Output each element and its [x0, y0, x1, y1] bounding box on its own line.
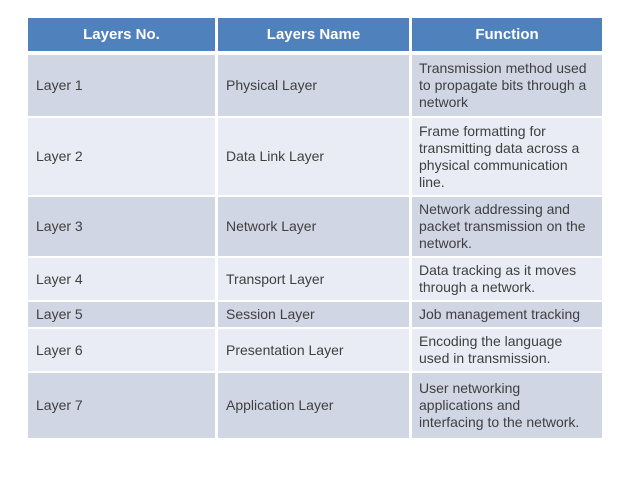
cell-layer-function: Frame formatting for transmitting data a…: [409, 116, 605, 197]
cell-layer-function: Data tracking as it moves through a netw…: [409, 256, 605, 302]
cell-layer-function: Job management tracking: [409, 300, 605, 329]
table-row-layer-2: Layer 2 Data Link Layer Frame formatting…: [25, 116, 605, 197]
cell-layer-no: Layer 6: [25, 327, 218, 373]
header-cell-layers-no: Layers No.: [25, 16, 218, 55]
table-row-layer-6: Layer 6 Presentation Layer Encoding the …: [25, 327, 605, 373]
table-row-layer-4: Layer 4 Transport Layer Data tracking as…: [25, 256, 605, 302]
cell-layer-function: Network addressing and packet transmissi…: [409, 195, 605, 258]
cell-layer-name: Application Layer: [215, 371, 412, 440]
cell-layer-name: Transport Layer: [215, 256, 412, 302]
cell-layer-function: Encoding the language used in transmissi…: [409, 327, 605, 373]
cell-layer-name: Physical Layer: [215, 52, 412, 118]
cell-layer-name: Network Layer: [215, 195, 412, 258]
header-cell-layers-name: Layers Name: [215, 16, 412, 55]
table-row-layer-1: Layer 1 Physical Layer Transmission meth…: [25, 52, 605, 118]
cell-layer-function: Transmission method used to propagate bi…: [409, 52, 605, 118]
cell-layer-function: User networking applications and interfa…: [409, 371, 605, 440]
table-header-row: Layers No. Layers Name Function: [25, 16, 605, 55]
cell-layer-no: Layer 4: [25, 256, 218, 302]
cell-layer-no: Layer 7: [25, 371, 218, 440]
table-row-layer-7: Layer 7 Application Layer User networkin…: [25, 371, 605, 440]
cell-layer-name: Presentation Layer: [215, 327, 412, 373]
osi-layers-table: Layers No. Layers Name Function Layer 1 …: [25, 16, 605, 440]
cell-layer-no: Layer 2: [25, 116, 218, 197]
cell-layer-name: Session Layer: [215, 300, 412, 329]
cell-layer-no: Layer 3: [25, 195, 218, 258]
cell-layer-name: Data Link Layer: [215, 116, 412, 197]
header-cell-function: Function: [409, 16, 605, 55]
cell-layer-no: Layer 1: [25, 52, 218, 118]
cell-layer-no: Layer 5: [25, 300, 218, 329]
table-row-layer-5: Layer 5 Session Layer Job management tra…: [25, 300, 605, 329]
table-row-layer-3: Layer 3 Network Layer Network addressing…: [25, 195, 605, 258]
